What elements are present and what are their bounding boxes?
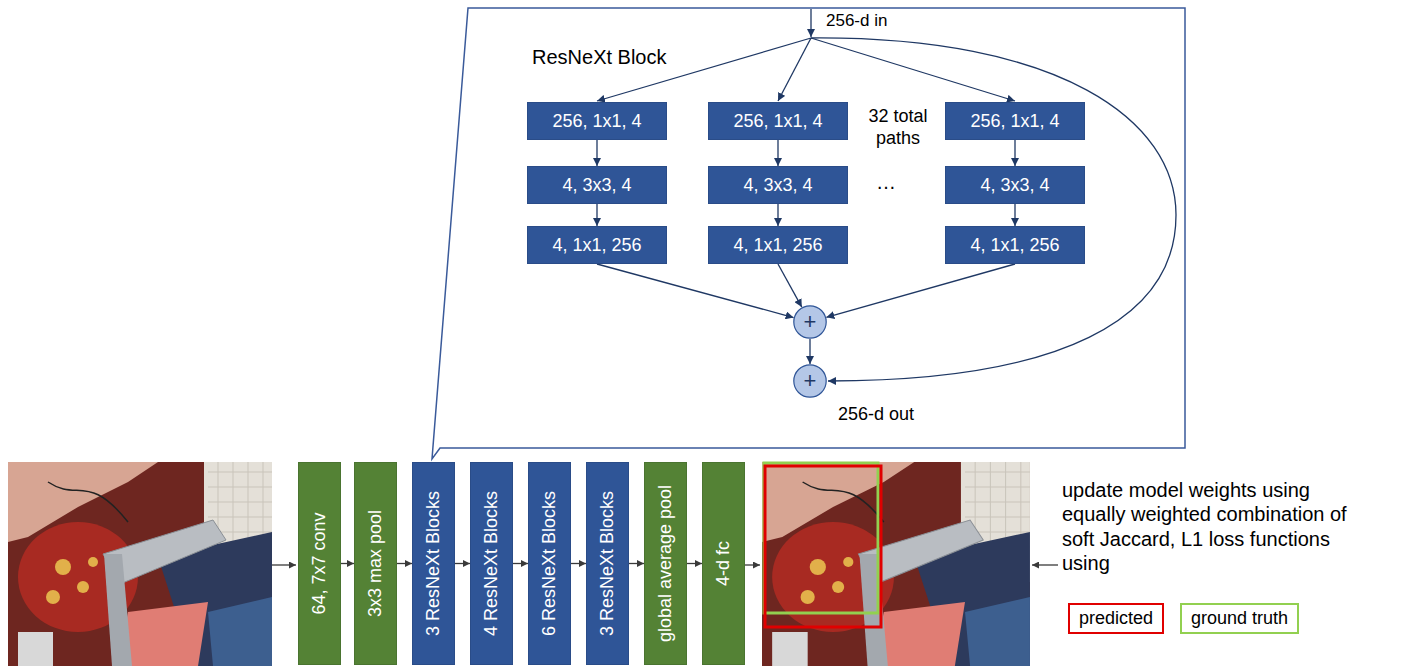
- conv-layer-box: 4, 3x3, 4: [527, 166, 667, 204]
- connector-arrow: [397, 563, 412, 564]
- split-wire: [778, 38, 811, 101]
- connector-arrow: [778, 264, 802, 307]
- resnext-stage-box: 6 ResNeXt Blocks: [528, 462, 571, 665]
- loss-arrow: [1032, 564, 1058, 565]
- node-text: 3 ResNeXt Blocks: [423, 491, 444, 636]
- input-arrow: [810, 9, 811, 37]
- node-text: 64, 7x7 conv: [309, 512, 330, 614]
- input-photo: [8, 462, 272, 666]
- connector-arrow: [809, 339, 810, 364]
- ellipsis-mark: …: [866, 170, 906, 194]
- resnext-stage-box: 3 ResNeXt Blocks: [586, 462, 629, 665]
- sum-circle: [794, 365, 826, 397]
- node-text: 4, 3x3, 4: [980, 175, 1049, 196]
- node-text: 256, 1x1, 4: [552, 111, 641, 132]
- output-label: 256-d out: [838, 404, 948, 426]
- layer-box: 4-d fc: [702, 462, 745, 665]
- legend-swatch: ground truth: [1180, 603, 1299, 634]
- legend-swatch: predicted: [1068, 603, 1164, 634]
- connector-arrow: [513, 563, 528, 564]
- connector-arrow: [1014, 140, 1015, 166]
- ground-truth-box: [764, 463, 878, 613]
- layer-box: 64, 7x7 conv: [298, 462, 341, 665]
- panel-heading: ResNeXt Block: [532, 46, 667, 69]
- output-label: 256-d out: [838, 404, 948, 426]
- connector-arrow: [826, 264, 1015, 317]
- sum-node: +: [793, 364, 827, 398]
- skip-connection: [811, 38, 1176, 381]
- connector-arrow: [571, 563, 586, 564]
- input-label: 256-d in: [826, 11, 916, 32]
- sum-node: +: [793, 305, 827, 339]
- connector-arrow: [777, 140, 778, 166]
- node-text: 256, 1x1, 4: [970, 111, 1059, 132]
- output-photo: [762, 462, 1030, 666]
- node-text: 4, 1x1, 256: [970, 235, 1059, 256]
- layer-box: 3x3 max pool: [354, 462, 397, 665]
- conv-layer-box: 256, 1x1, 4: [708, 102, 848, 140]
- connector-arrow: [596, 204, 597, 226]
- connector-arrow: [629, 563, 644, 564]
- legend-text: ground truth: [1191, 608, 1288, 628]
- output-arrow: [745, 564, 760, 565]
- input-arrow: [272, 564, 296, 565]
- operator-symbol: +: [804, 370, 817, 392]
- paths-note: 32 total paths: [853, 106, 943, 150]
- resnext-stage-box: 4 ResNeXt Blocks: [470, 462, 513, 665]
- connector-arrow: [1014, 204, 1015, 226]
- node-text: 4, 1x1, 256: [552, 235, 641, 256]
- legend: predicted ground truth: [1068, 603, 1299, 634]
- node-text: 4 ResNeXt Blocks: [481, 491, 502, 636]
- conv-layer-box: 256, 1x1, 4: [945, 102, 1085, 140]
- node-text: 4, 1x1, 256: [733, 235, 822, 256]
- node-text: global average pool: [655, 485, 676, 642]
- connector-arrow: [455, 563, 470, 564]
- conv-layer-box: 4, 3x3, 4: [945, 166, 1085, 204]
- connector-arrow: [596, 140, 597, 166]
- input-label: 256-d in: [826, 11, 916, 32]
- resnext-block-panel: ResNeXt Block 256, 1x1, 4 256, 1x1, 4 256, …: [432, 8, 1186, 460]
- layer-box: global average pool: [644, 462, 687, 665]
- connector-arrow: [777, 204, 778, 226]
- loss-note: update model weights using equally weigh…: [1062, 478, 1362, 576]
- conv-layer-box: 4, 1x1, 256: [708, 226, 848, 264]
- node-text: 3 ResNeXt Blocks: [597, 491, 618, 636]
- connector-arrow: [341, 563, 354, 564]
- paths-note: 32 total paths: [853, 106, 943, 150]
- connector-arrow: [687, 563, 702, 564]
- connector-arrow: [597, 264, 794, 318]
- conv-layer-box: 4, 1x1, 256: [945, 226, 1085, 264]
- node-text: 4, 3x3, 4: [562, 175, 631, 196]
- predicted-box: [765, 466, 881, 627]
- ellipsis-mark: …: [866, 170, 906, 194]
- loss-note: update model weights using equally weigh…: [1062, 478, 1362, 576]
- conv-layer-box: 4, 1x1, 256: [527, 226, 667, 264]
- node-text: 3x3 max pool: [365, 510, 386, 617]
- node-text: 6 ResNeXt Blocks: [539, 491, 560, 636]
- conv-layer-box: 256, 1x1, 4: [527, 102, 667, 140]
- split-wire: [811, 38, 1015, 101]
- operator-symbol: +: [804, 311, 817, 333]
- node-text: 4-d fc: [713, 541, 734, 586]
- sum-circle: [794, 306, 826, 338]
- callout-outline: [432, 8, 1185, 459]
- node-text: 4, 3x3, 4: [743, 175, 812, 196]
- resnext-stage-box: 3 ResNeXt Blocks: [412, 462, 455, 665]
- legend-text: predicted: [1079, 608, 1153, 628]
- conv-layer-box: 4, 3x3, 4: [708, 166, 848, 204]
- node-text: 256, 1x1, 4: [733, 111, 822, 132]
